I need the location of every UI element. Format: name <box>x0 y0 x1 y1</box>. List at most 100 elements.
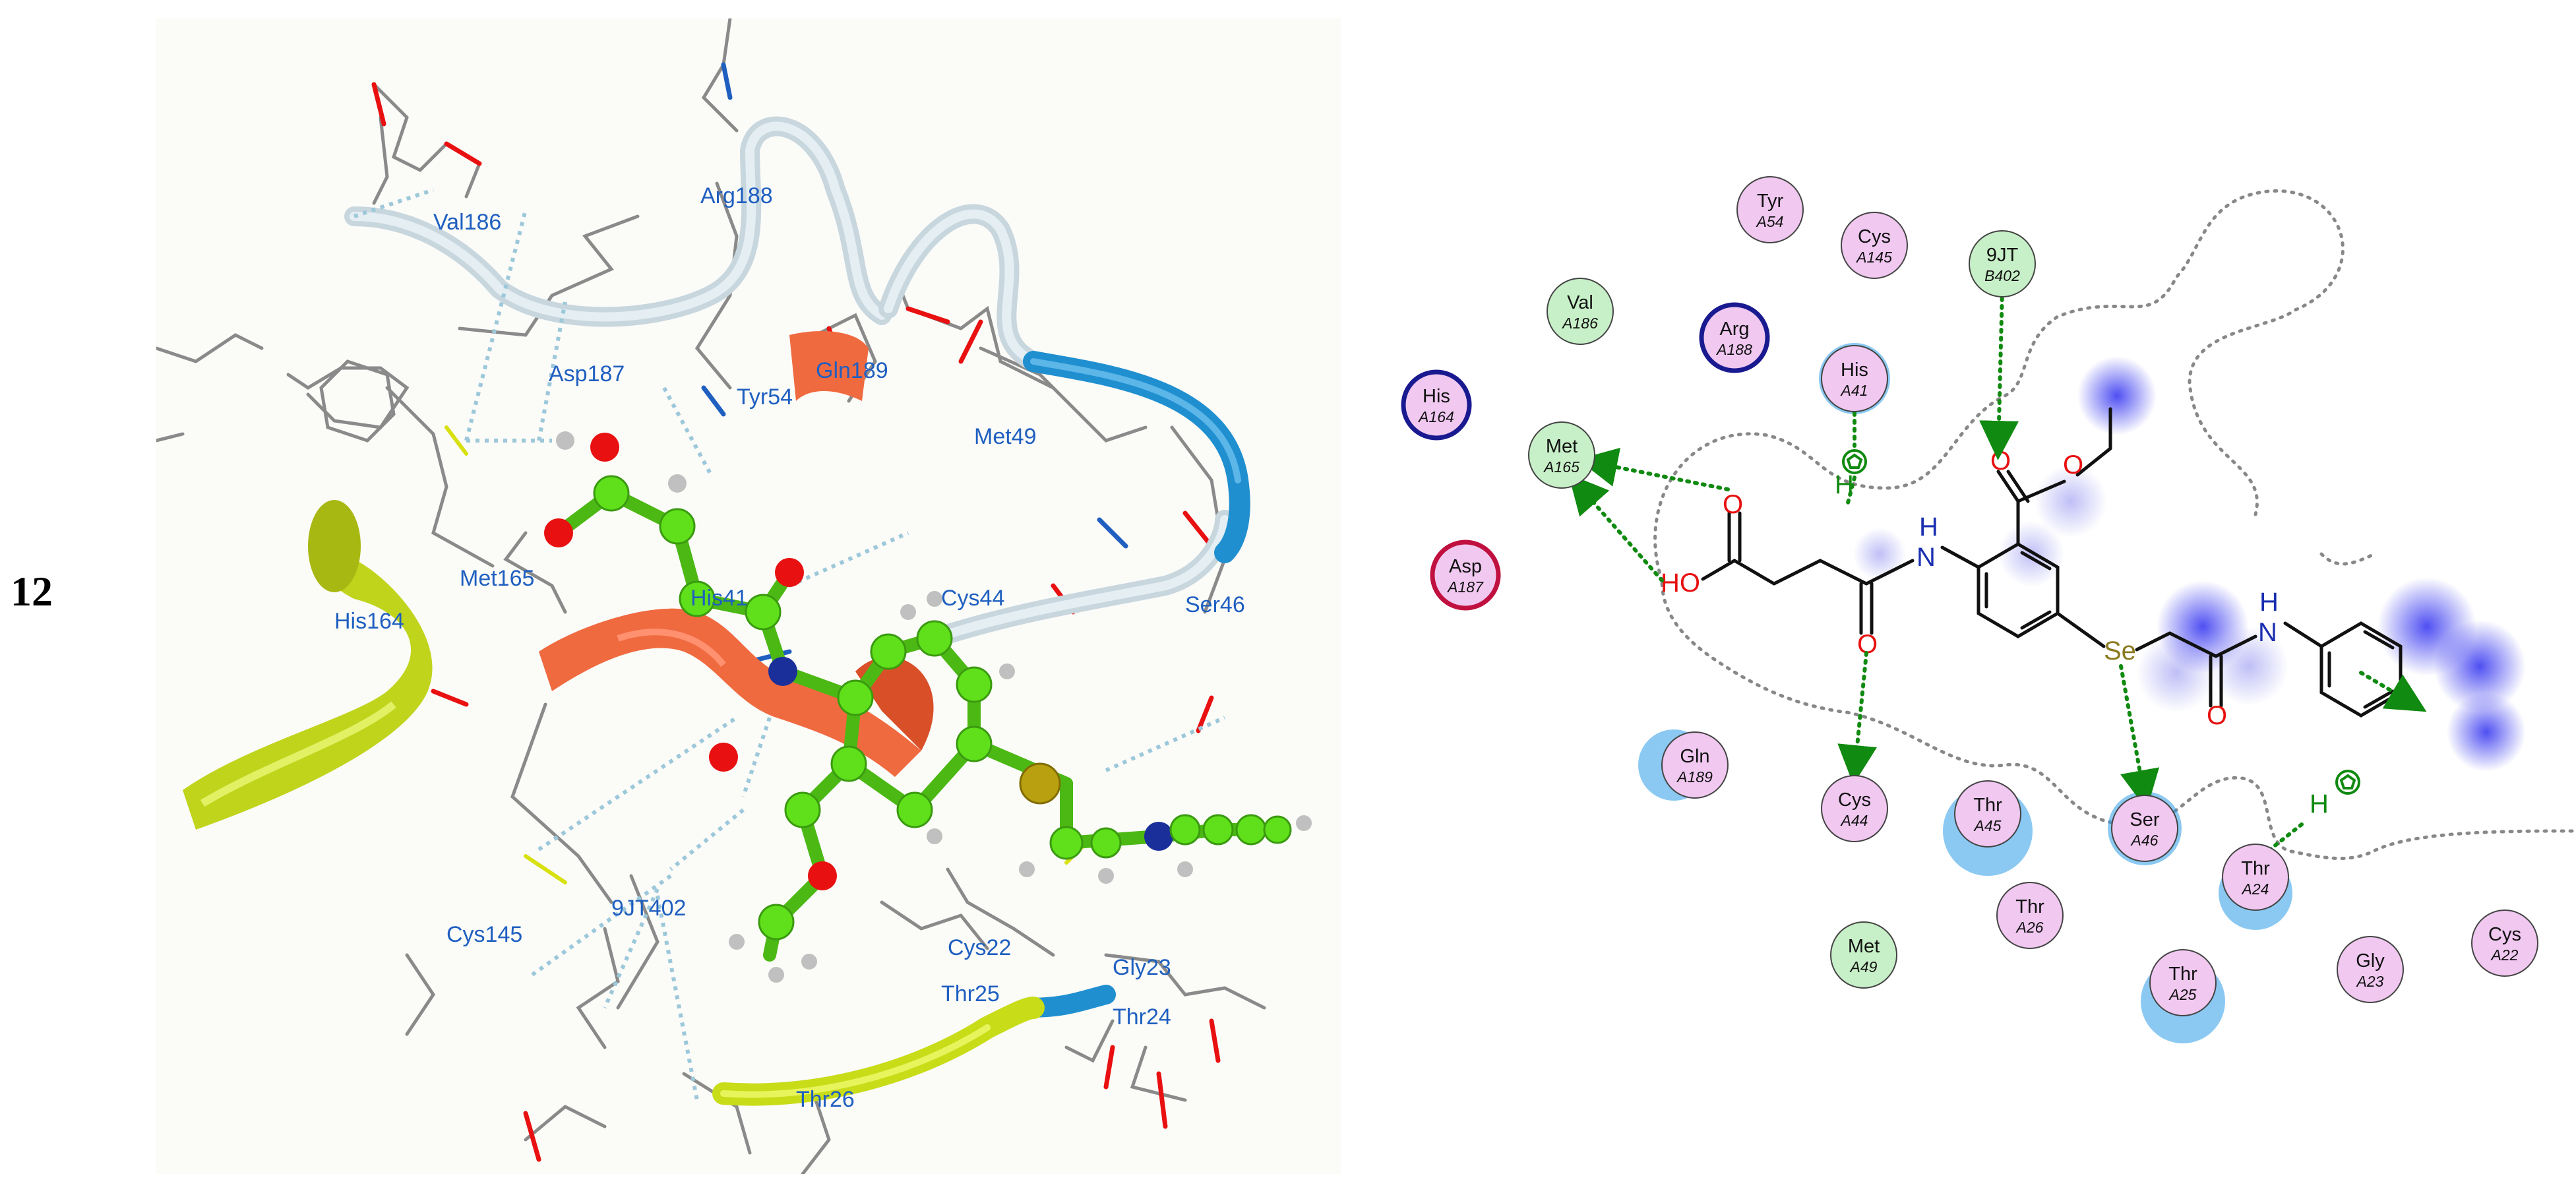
ribbon-yellow-coil <box>712 997 1045 1106</box>
label-gln189: Gln189 <box>816 358 888 383</box>
label-val186: Val186 <box>433 210 501 235</box>
residue-chain-thr25: A25 <box>2168 986 2197 1003</box>
atom-ho-acid: HO <box>1661 569 1700 598</box>
residue-disc-thr26 <box>1996 882 2064 949</box>
label-met165: Met165 <box>460 566 534 591</box>
label-cys44: Cys44 <box>941 586 1004 611</box>
figure-number: 12 <box>11 568 53 615</box>
residue-name-cys22: Cys <box>2488 924 2521 945</box>
ligand-atom-labels: O HO O N H O O Se N H O H H <box>1661 447 2329 818</box>
residue-chain-met165: A165 <box>1543 458 1579 476</box>
residue-chain-val186: A186 <box>1561 315 1598 332</box>
label-thr25: Thr25 <box>941 981 1000 1006</box>
residue-name-asp187: Asp <box>1449 556 1482 577</box>
residue-disc-met49 <box>1830 921 1897 989</box>
atom-o-ester-single: O <box>2063 450 2083 479</box>
atom-nh1-n: N <box>1917 543 1936 572</box>
label-tyr54: Tyr54 <box>737 385 793 410</box>
residue-chain-9jt402: B402 <box>1984 267 2020 284</box>
residue-name-9jt402: 9JT <box>1986 245 2019 266</box>
residue-chain-cys145: A145 <box>1855 249 1892 266</box>
residue-disc-cys22 <box>2471 910 2538 977</box>
atom-nh2-n: N <box>2258 618 2277 647</box>
label-cys145: Cys145 <box>446 922 522 947</box>
residue-disc-his41 <box>1821 345 1888 412</box>
label-his164: His164 <box>334 609 404 634</box>
atom-se: Se <box>2104 636 2136 665</box>
residue-name-gln189: Gln <box>1680 746 1709 767</box>
residue-labels-3d: Val186 Arg188 Asp187 Tyr54 Gln189 Met49 … <box>334 183 1245 1112</box>
atom-nh1-h: H <box>1919 512 1938 541</box>
label-thr24: Thr24 <box>1113 1004 1171 1030</box>
interaction-diagram-2d-svg: O HO O N H O O Se N H O H H TyrA54CysA14… <box>1401 176 2574 1043</box>
label-ser46: Ser46 <box>1185 592 1245 617</box>
residue-name-thr24: Thr <box>2241 858 2270 879</box>
phenyl-ring-sidechain <box>319 359 396 443</box>
residue-name-thr45: Thr <box>1973 795 2002 816</box>
protein-sticks <box>156 18 1266 1174</box>
residue-name-val186: Val <box>1567 292 1593 313</box>
residue-name-met49: Met <box>1848 936 1880 957</box>
residue-disc-arg188 <box>1699 302 1770 373</box>
residue-disc-cys145 <box>1841 212 1908 279</box>
residue-name-arg188: Arg <box>1719 319 1749 340</box>
helix-tube-yellow <box>183 500 433 830</box>
residue-chain-gly23: A23 <box>2356 973 2384 990</box>
hbond-lines-3d <box>353 188 1226 1101</box>
residue-name-thr25: Thr <box>2168 964 2197 985</box>
atom-o-ester-carbonyl: O <box>1990 447 2011 476</box>
residue-disc-asp187 <box>1430 540 1501 611</box>
label-met49: Met49 <box>974 424 1037 449</box>
binding-pose-3d-panel: Val186 Arg188 Asp187 Tyr54 Gln189 Met49 … <box>156 18 1341 1174</box>
residue-chain-cys22: A22 <box>2490 946 2519 964</box>
pi-interaction-icons <box>1842 449 2360 795</box>
hbond-arrows-2d <box>1568 288 2427 857</box>
atom-o-amide2: O <box>2207 701 2227 730</box>
residue-chain-asp187: A187 <box>1446 578 1484 596</box>
residue-disc-val186 <box>1547 278 1614 345</box>
residue-chain-his41: A41 <box>1840 382 1868 399</box>
residue-chain-thr24: A24 <box>2241 880 2269 898</box>
residue-chain-gln189: A189 <box>1676 768 1713 786</box>
label-thr26: Thr26 <box>796 1087 855 1112</box>
residue-disc-cys44 <box>1821 775 1888 842</box>
ligand-exposure-halos <box>1853 356 2526 772</box>
label-cys22: Cys22 <box>948 935 1011 960</box>
ligand-atoms <box>544 431 1312 983</box>
residue-chain-tyr54: A54 <box>1756 213 1784 230</box>
residue-chain-thr26: A26 <box>2015 919 2044 936</box>
residue-name-tyr54: Tyr <box>1757 191 1784 212</box>
label-gly23: Gly23 <box>1113 955 1171 980</box>
label-his41: His41 <box>690 586 748 611</box>
atom-nh2-h: H <box>2259 588 2279 617</box>
ribbon-blue-coil <box>1017 351 1250 1018</box>
residue-chain-ser46: A46 <box>2130 832 2159 849</box>
residue-disc-his164 <box>1401 369 1472 441</box>
residue-chain-his164: A164 <box>1417 408 1454 425</box>
residue-disc-gln189 <box>1661 731 1729 799</box>
atom-o-acid-top: O <box>1723 490 1743 519</box>
residue-disc-9jt402 <box>1969 230 2036 297</box>
residue-disc-ser46 <box>2111 795 2178 862</box>
residue-chain-thr45: A45 <box>1973 817 2002 834</box>
residue-disc-thr25 <box>2149 949 2217 1016</box>
residue-name-met165: Met <box>1546 436 1578 457</box>
label-9jt402: 9JT402 <box>611 896 686 921</box>
residue-chain-cys44: A44 <box>1840 812 1868 829</box>
residue-name-his164: His <box>1423 386 1450 407</box>
residue-disc-thr45 <box>1954 780 2021 848</box>
